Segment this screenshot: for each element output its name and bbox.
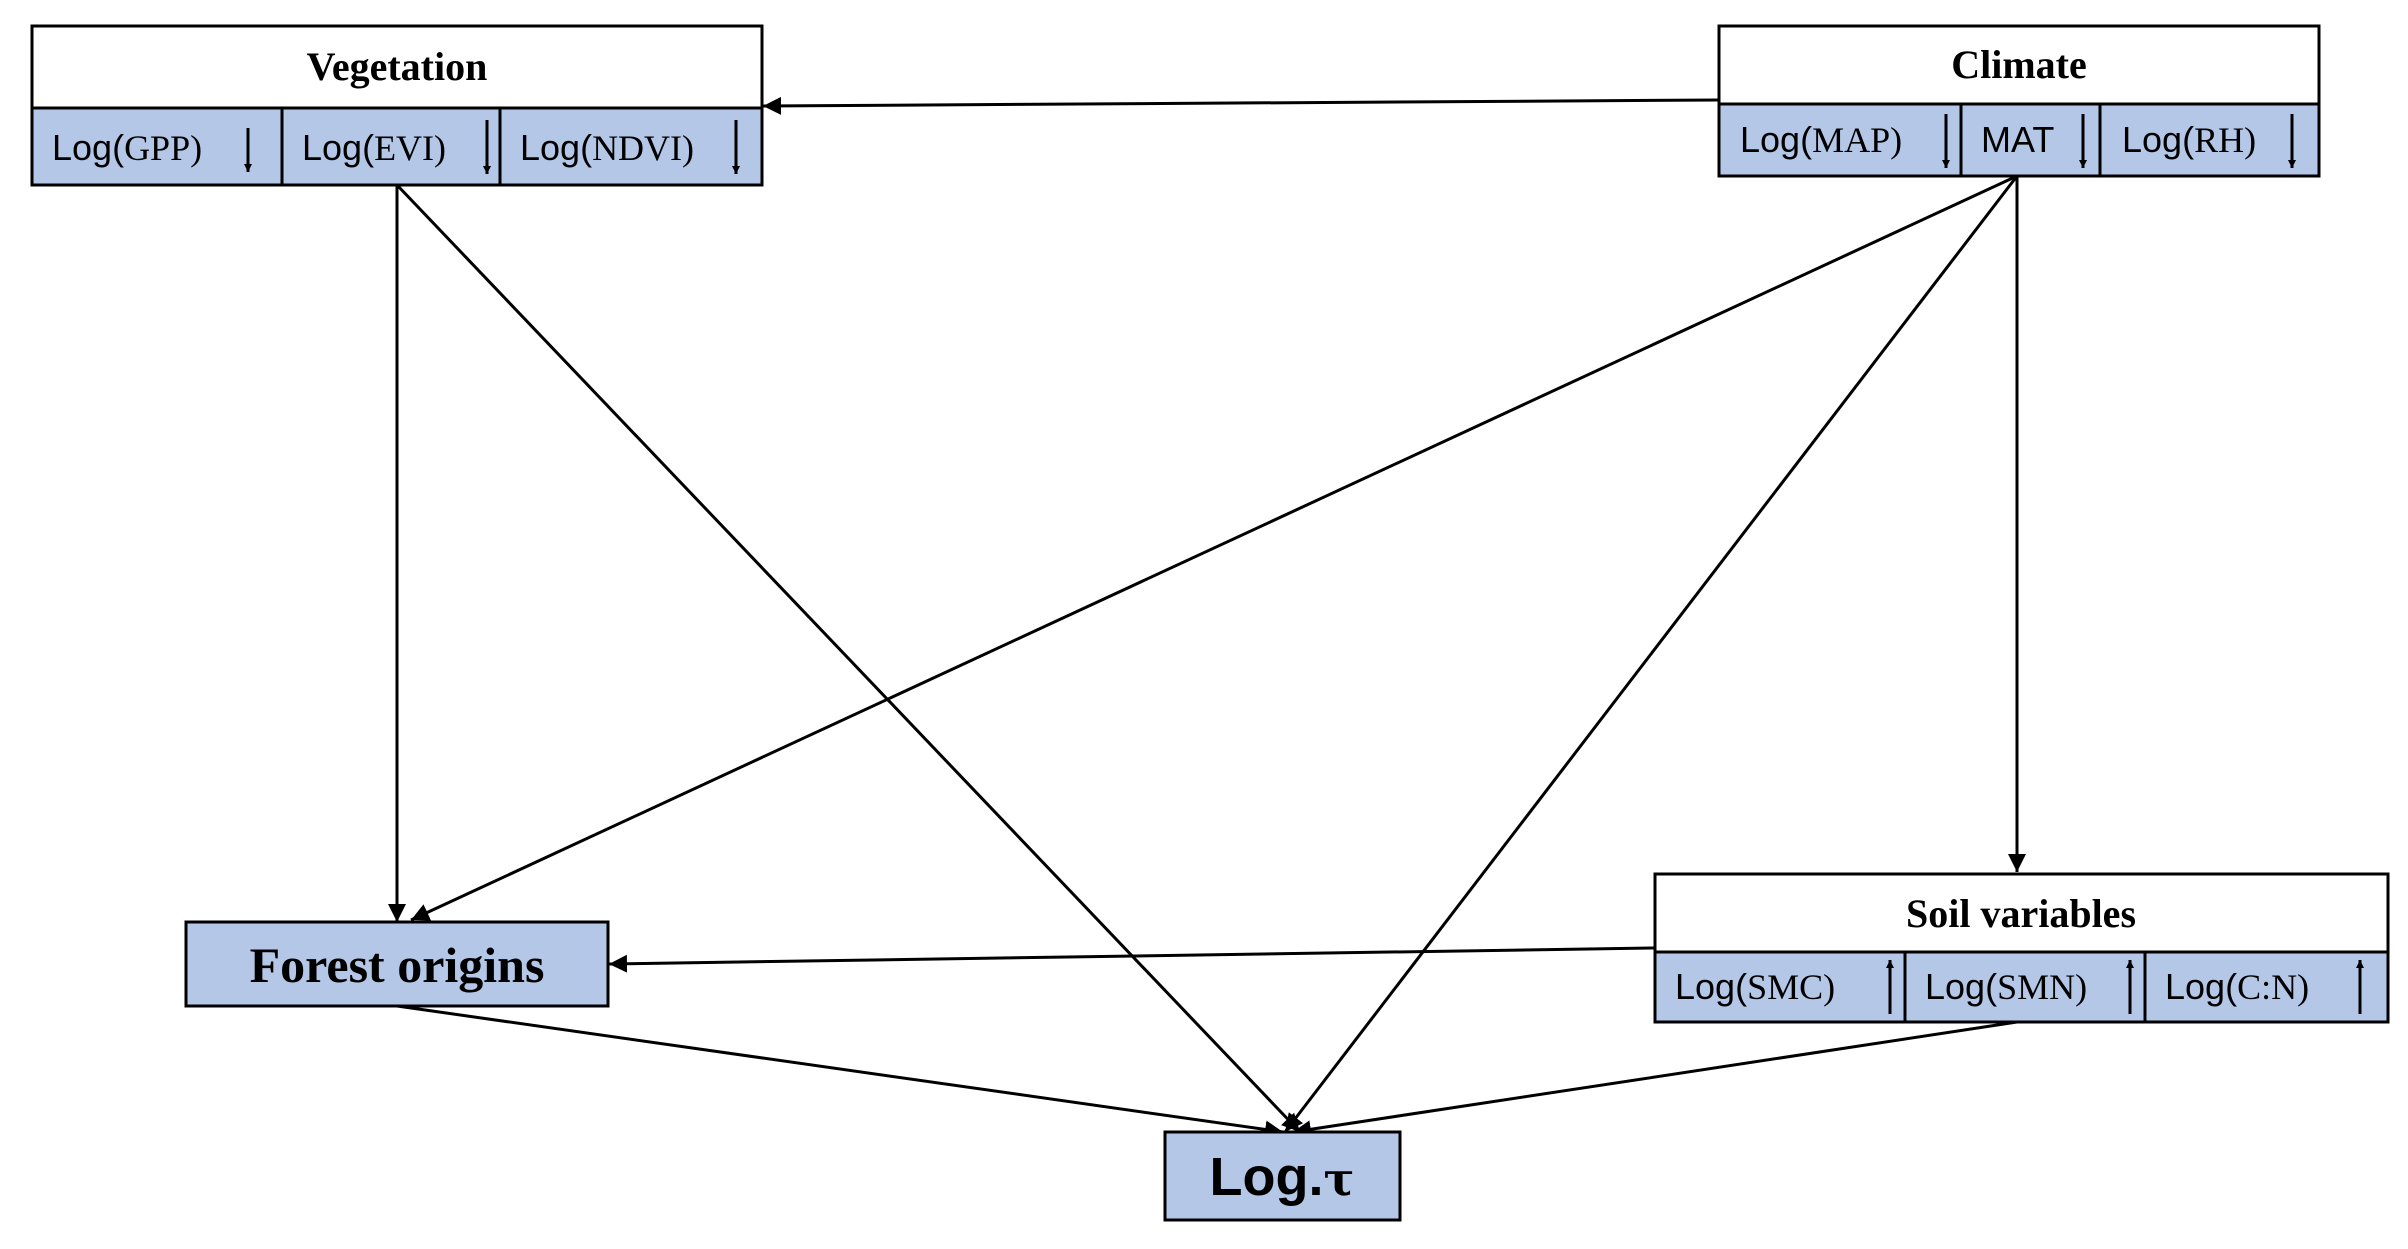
soil-title: Soil variables <box>1906 891 2136 936</box>
svg-text:Log(SMN): Log(SMN) <box>1925 966 2087 1007</box>
var-smc: Log(SMC) <box>1675 960 1894 1014</box>
climate-group: Climate Log(MAP) MAT Log(RH) <box>1717 24 2321 178</box>
arrows <box>388 96 2026 1139</box>
arrow-climate-to-vegetation <box>762 96 1720 115</box>
vegetation-group: Vegetation Log(GPP) Log(EVI) Log(NDVI) <box>30 24 764 187</box>
arrow-climate-to-target <box>1283 175 2019 1133</box>
var-rh: Log(RH) <box>2122 114 2296 168</box>
vegetation-vars-row <box>30 106 764 187</box>
forest-origins-group: Forest origins <box>184 920 610 1008</box>
soil-header <box>1653 872 2390 954</box>
arrow-soil-to-target <box>1292 1020 2018 1139</box>
target-box <box>1163 1130 1402 1222</box>
soil-group: Soil variables Log(SMC) Log(SMN) Log(C:N… <box>1653 872 2390 1024</box>
var-map: Log(MAP) <box>1740 114 1950 168</box>
vegetation-header <box>30 24 764 110</box>
climate-vars-row <box>1717 102 2321 178</box>
arrow-climate-to-forest-origins <box>410 174 2018 922</box>
var-evi: Log(EVI) <box>302 120 491 174</box>
svg-text:Log(NDVI): Log(NDVI) <box>520 127 694 168</box>
arrow-soil-to-forest-origins <box>608 946 1656 973</box>
svg-text:Log(RH): Log(RH) <box>2122 119 2256 160</box>
target-group: Log.τ <box>1163 1130 1402 1222</box>
var-cn: Log(C:N) <box>2165 960 2364 1014</box>
var-gpp: Log(GPP) <box>52 127 252 172</box>
svg-text:Log(C:N): Log(C:N) <box>2165 966 2309 1007</box>
svg-text:Log(MAP): Log(MAP) <box>1740 119 1902 160</box>
climate-title: Climate <box>1951 42 2087 87</box>
svg-text:Log(SMC): Log(SMC) <box>1675 966 1835 1007</box>
climate-header <box>1717 24 2321 106</box>
var-ndvi: Log(NDVI) <box>520 120 740 174</box>
vegetation-title: Vegetation <box>307 44 488 89</box>
target-label: Log.τ <box>1210 1147 1355 1207</box>
arrow-forest-origins-to-target <box>396 1004 1284 1139</box>
svg-text:MAT: MAT <box>1981 119 2054 160</box>
soil-vars-row <box>1653 950 2390 1024</box>
var-smn: Log(SMN) <box>1925 960 2134 1014</box>
forest-origins-label: Forest origins <box>250 937 545 993</box>
forest-origins-box <box>184 920 610 1008</box>
svg-text:Log(EVI): Log(EVI) <box>302 127 446 168</box>
svg-text:Log(GPP): Log(GPP) <box>52 127 202 168</box>
var-mat: MAT <box>1981 114 2087 168</box>
arrow-vegetation-to-target <box>395 183 1302 1134</box>
